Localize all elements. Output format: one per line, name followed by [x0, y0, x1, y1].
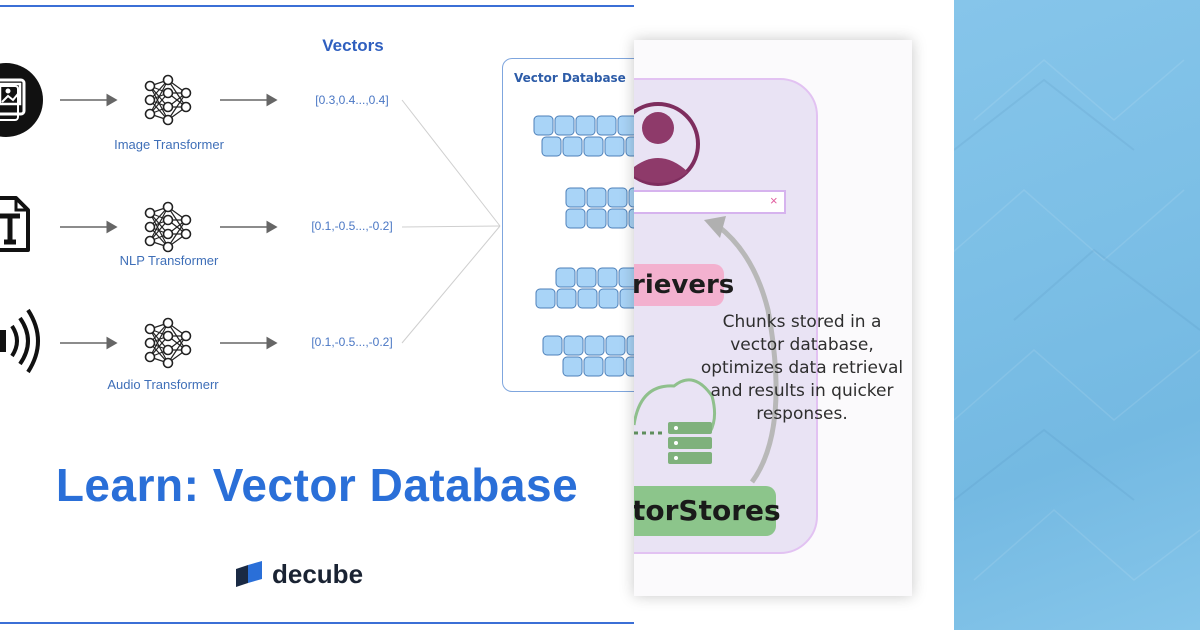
vector-cell: [625, 356, 634, 377]
vector-cell: [542, 335, 563, 356]
top-border-line: [0, 5, 634, 7]
brand-name: decube: [272, 558, 364, 589]
vector-cell: [555, 267, 576, 288]
nlp-vector-label: [0.1,-0.5...,-0.2]: [311, 219, 393, 233]
headline: Learn: Vector Database: [55, 459, 579, 511]
middle-bottom-gap: [634, 596, 954, 630]
vector-cell: [533, 115, 554, 136]
bottom-border-line: [0, 622, 634, 624]
vector-cell: [607, 208, 628, 229]
rag-graphics: [634, 102, 779, 484]
audio-transformer-label: Audio Transformerr: [107, 377, 219, 392]
user-avatar-icon: [634, 102, 700, 186]
converge-lines: [401, 99, 501, 344]
vector-cell: [628, 187, 634, 208]
middle-right-gap: [912, 40, 954, 596]
vector-cell: [617, 115, 634, 136]
vector-cell: [583, 136, 604, 157]
rag-screenshot-panel: × rievers Chunks stored in a vector data…: [634, 40, 912, 596]
vector-cell: [604, 136, 625, 157]
middle-top-gap: [634, 0, 954, 40]
vector-cell: [628, 208, 634, 229]
diagram-graphics: [0, 63, 634, 377]
vector-cell: [565, 208, 586, 229]
search-bar[interactable]: [634, 190, 786, 214]
neural-net-icon: [144, 74, 192, 126]
vector-cell: [607, 187, 628, 208]
vector-database-title: Vector Database: [514, 71, 626, 85]
curved-arrow-icon: [704, 216, 779, 484]
search-clear-icon[interactable]: ×: [770, 193, 778, 208]
audio-vector-label: [0.1,-0.5...,-0.2]: [311, 335, 393, 349]
vector-cell: [554, 115, 575, 136]
decube-logo-icon: [236, 561, 262, 587]
vector-cell: [556, 288, 577, 309]
vector-cell: [577, 288, 598, 309]
chevron-pattern: [954, 59, 1200, 581]
vector-cell: [598, 288, 619, 309]
neural-net-icon: [144, 201, 192, 253]
image-vector-label: [0.3,0.4...,0.4]: [315, 93, 389, 107]
vector-cell: [596, 115, 617, 136]
vector-cell: [618, 267, 634, 288]
vector-cell: [597, 267, 618, 288]
vector-cell: [563, 335, 584, 356]
blue-texture-panel: [954, 0, 1200, 630]
vector-cell: [565, 187, 586, 208]
vector-cell: [562, 356, 583, 377]
chunks-description: Chunks stored in a vector database, opti…: [700, 312, 904, 424]
vectorstores-chip: [634, 486, 776, 536]
image-file-icon: [0, 63, 43, 137]
nlp-transformer-label: NLP Transformer: [119, 253, 219, 268]
vector-cell: [625, 136, 634, 157]
image-transformer-label: Image Transformer: [114, 137, 224, 152]
vector-cell: [626, 335, 634, 356]
vector-cell: [541, 136, 562, 157]
vector-cell: [604, 356, 625, 377]
vector-cell: [605, 335, 626, 356]
vector-cell: [584, 335, 605, 356]
vectors-title: Vectors: [322, 36, 384, 55]
vector-db-cells: [533, 115, 634, 377]
vector-cell: [586, 187, 607, 208]
vectorstores-label: torStores: [634, 494, 781, 527]
retrievers-chip: [634, 264, 724, 306]
vector-cell: [575, 115, 596, 136]
vector-cell: [535, 288, 556, 309]
cloud-server-icon: [634, 378, 717, 464]
rag-card: [634, 78, 818, 554]
flow-arrows: [60, 93, 278, 350]
vector-diagram-panel: Vectors: [0, 5, 634, 624]
audio-waves-icon: [0, 308, 40, 374]
retrievers-label: rievers: [634, 270, 735, 300]
vector-cell: [619, 288, 634, 309]
neural-net-icon: [144, 317, 192, 369]
brand-logo: decube: [234, 558, 363, 590]
neural-network-icons: [144, 74, 192, 369]
vector-cell: [586, 208, 607, 229]
vector-cell: [562, 136, 583, 157]
vector-database-box: [502, 58, 634, 392]
vector-cell: [583, 356, 604, 377]
vector-cell: [576, 267, 597, 288]
text-file-icon: [0, 196, 30, 252]
